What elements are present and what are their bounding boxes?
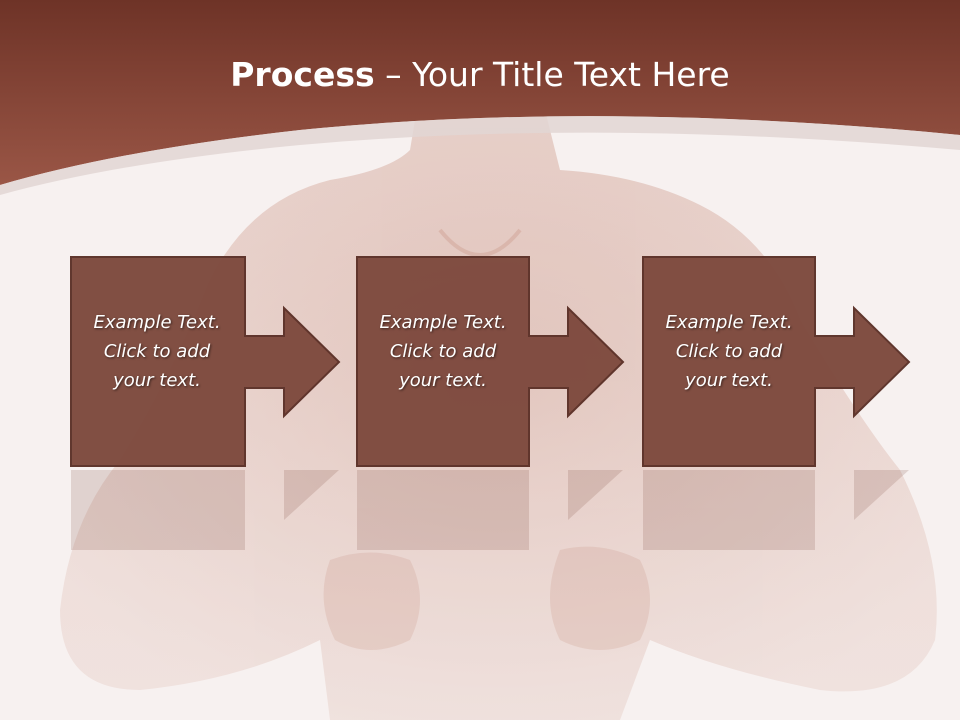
step-text: Example Text. Click to add your text. (665, 312, 793, 391)
title-rest: – Your Title Text Here (374, 55, 730, 94)
process-step-3[interactable]: Example Text. Click to add your text. (642, 256, 932, 470)
step-text: Example Text. Click to add your text. (93, 312, 221, 391)
step-arrow-shape (356, 256, 625, 467)
step-reflection (642, 470, 932, 550)
step-reflection (356, 470, 646, 550)
step-arrow-shape (642, 256, 911, 467)
header-swoosh (0, 116, 960, 195)
title-bold: Process (230, 55, 375, 94)
step-arrow-shape (70, 256, 341, 467)
slide-title[interactable]: Process – Your Title Text Here (0, 52, 960, 98)
process-step-2[interactable]: Example Text. Click to add your text. (356, 256, 646, 470)
step-text: Example Text. Click to add your text. (379, 312, 507, 391)
process-step-1[interactable]: Example Text. Click to add your text. (70, 256, 360, 470)
header-band (0, 0, 960, 185)
step-reflection (70, 470, 360, 550)
